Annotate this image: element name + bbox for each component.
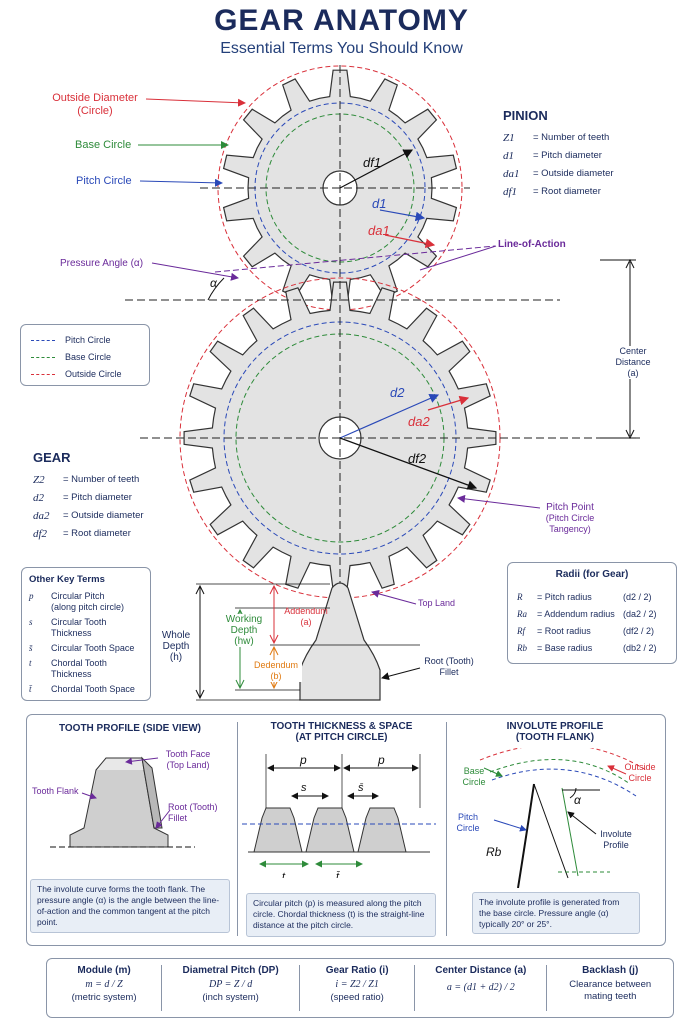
base-circle-callout: Base Circle [75,139,132,151]
tooth-face-callout: Tooth Face(Top Land) [165,749,211,770]
involute-title: INVOLUTE PROFILE(TOOTH FLANK) [506,721,604,743]
df2-label: df2 [408,451,427,466]
tooth-flank-callout: Tooth Flank [32,786,79,796]
d2-label: d2 [390,385,405,400]
term-row: d2= Pitch diameter [33,492,132,504]
term-row: df2= Root diameter [33,528,131,540]
term-row: df1= Root diameter [503,186,601,198]
rb-label: Rb [486,845,502,859]
page-title: GEAR ANATOMY [214,4,469,37]
legend-item-outside: Outside Circle [31,366,122,383]
d1-label: d1 [372,196,386,211]
rack-tooth [299,582,381,701]
term-row: R= Pitch radius(d2 / 2) [517,592,652,602]
formula-module: Module (m) m = d / Z (metric system) [47,965,163,1011]
tbar-label: t̄ [336,871,340,878]
formula-diametral-pitch: Diametral Pitch (DP) DP = Z / d (inch sy… [162,965,301,1011]
term-row: Rb= Base radius(db2 / 2) [517,643,657,653]
tooth-thickness-title: TOOTH THICKNESS & SPACE(AT PITCH CIRCLE) [270,721,413,743]
formula-center-distance: Center Distance (a) a = (d1 + d2) / 2 [415,965,548,1011]
dedendum-label: Dedendum(b) [250,660,302,682]
term-row: Z1= Number of teeth [503,132,610,144]
term-row: Z2= Number of teeth [33,474,140,486]
gear-terms: GEAR Z2= Number of teeth d2= Pitch diame… [33,450,193,543]
whole-depth-label: Whole Depth(h) [161,630,191,663]
pitch-circle-callout: Pitch Circle [76,175,132,187]
outside-diameter-callout: Outside Diameter(Circle) [52,92,138,117]
t-label: t [282,871,286,878]
gear-heading: GEAR [33,450,71,465]
term-row: s̄Circular Tooth Space [29,643,135,653]
formula-backlash: Backlash (j) Clearance between mating te… [569,965,652,1002]
tooth-profile-note: The involute curve forms the tooth flank… [30,879,230,933]
addendum-label: Addendum(a) [284,606,328,627]
term-row: da2= Outside diameter [33,510,144,522]
root-fillet-panel-callout: Root (Tooth)Fillet [168,802,218,823]
pinion-terms: PINION Z1= Number of teeth d1= Pitch dia… [503,108,673,201]
term-row: da1= Outside diameter [503,168,614,180]
involute-note: The involute profile is generated from t… [472,892,640,934]
term-row: Rf= Root radius(df2 / 2) [517,626,655,636]
tooth-thickness-drawing: p p s s̄ t t̄ [242,753,436,878]
legend-item-base: Base Circle [31,349,122,366]
radii-box: Radii (for Gear) R= Pitch radius(d2 / 2)… [507,562,677,664]
root-fillet-callout: Root (Tooth)Fillet [424,656,474,677]
alpha-label: α [210,276,218,290]
sbar-label: s̄ [358,782,364,794]
tooth-thickness-note: Circular pitch (p) is measured along the… [246,893,436,937]
line-of-action-callout: Line-of-Action [498,239,566,250]
s-label: s [301,782,307,794]
alpha-small-label: α [574,793,582,807]
page-subtitle: Essential Terms You Should Know [220,40,463,57]
da2-label: da2 [408,414,430,429]
top-land-callout: Top Land [418,598,456,608]
term-row: Ra= Addendum radius(da2 / 2) [517,609,657,619]
term-row: d1= Pitch diameter [503,150,602,162]
pinion-heading: PINION [503,108,548,123]
formula-gear-ratio: Gear Ratio (i) i = Z2 / Z1 (speed ratio) [300,965,416,1011]
p-label: p [377,753,385,767]
tooth-profile-title: TOOTH PROFILE (SIDE VIEW) [58,723,202,734]
pressure-angle-callout: Pressure Angle (α) [60,258,144,269]
legend: Pitch Circle Base Circle Outside Circle [20,324,150,386]
p-label: p [299,753,307,767]
involute-drawing: Rb α [479,748,647,888]
pinion-outside-circle [217,65,463,311]
df1-label: df1 [363,155,381,170]
tooth-profile-drawing [50,756,195,848]
da1-label: da1 [368,223,390,238]
legend-item-pitch: Pitch Circle [31,332,122,349]
term-row: t̄Chordal Tooth Space [29,684,135,694]
formula-bar: Module (m) m = d / Z (metric system) Dia… [46,958,674,1018]
